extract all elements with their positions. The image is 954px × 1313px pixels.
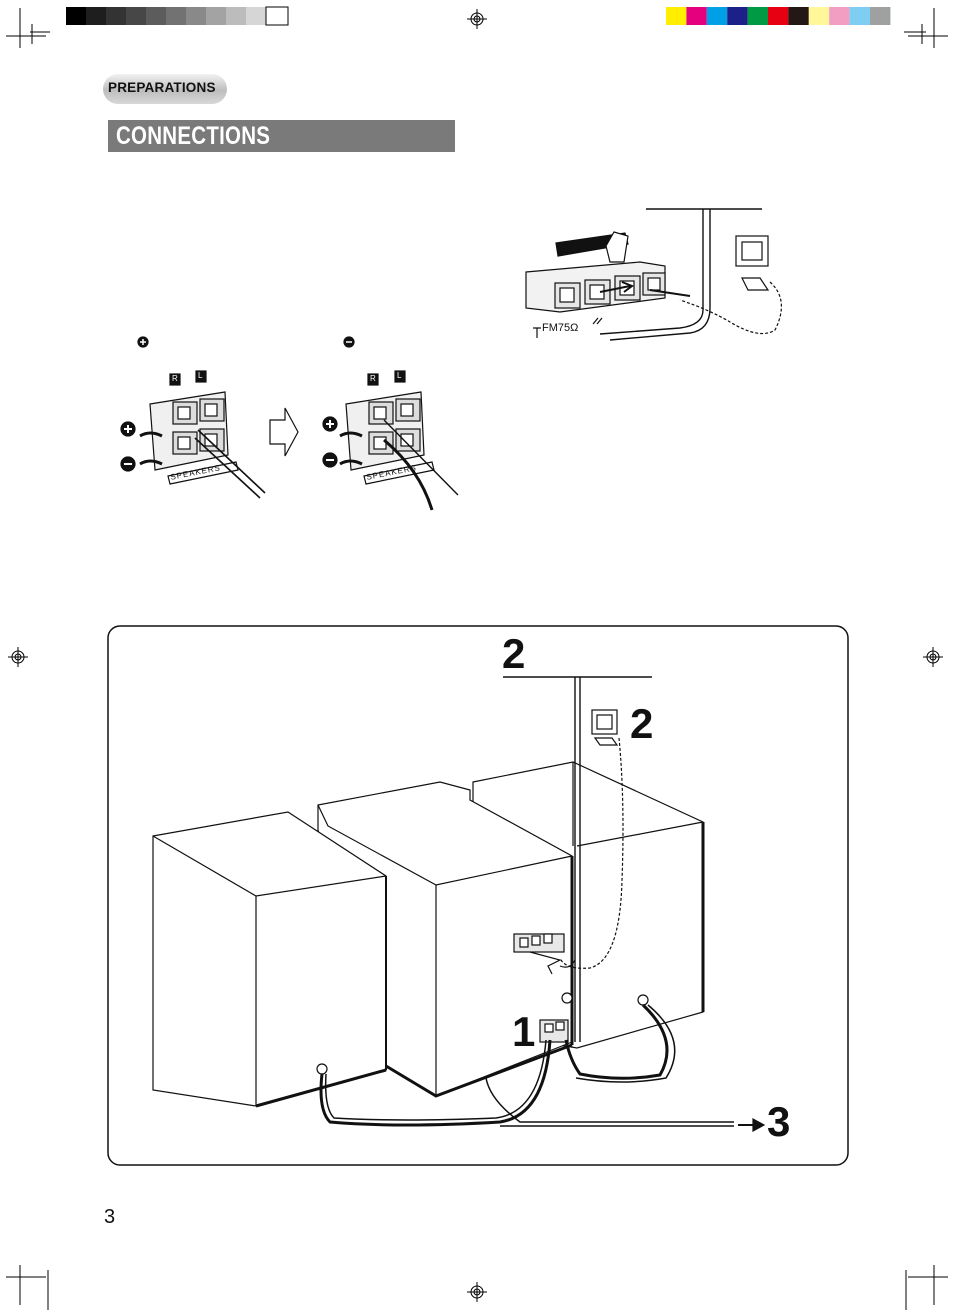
color-swatch [808, 7, 830, 25]
color-swatch [727, 7, 748, 25]
color-swatch [788, 7, 809, 25]
step-2-fm-label: 2 [502, 630, 526, 677]
color-swatch [686, 7, 707, 25]
channel-l-label: L [397, 371, 402, 380]
color-swatch [706, 7, 728, 25]
step-2-am-label: 2 [630, 700, 654, 747]
section-pill [103, 74, 227, 104]
color-swatch [768, 7, 789, 25]
color-swatch [849, 7, 870, 25]
color-swatch [666, 7, 687, 25]
color-swatch [747, 7, 768, 25]
fm-antenna-label: FM75Ω [542, 322, 579, 334]
color-swatch [870, 7, 891, 25]
grayscale-bar [66, 6, 289, 26]
title-bar [108, 120, 455, 152]
page-title: CONNECTIONS [116, 122, 271, 150]
section-label: PREPARATIONS [108, 80, 216, 95]
step-1-label: 1 [512, 1008, 536, 1055]
color-swatch [829, 7, 850, 25]
channel-r-label: R [370, 374, 376, 383]
step-3-label: 3 [767, 1098, 791, 1145]
color-bar [666, 7, 891, 25]
channel-r-label: R [172, 374, 178, 383]
registration-target-icon [8, 9, 943, 1302]
channel-l-label: L [198, 371, 203, 380]
page-number: 3 [104, 1206, 116, 1228]
